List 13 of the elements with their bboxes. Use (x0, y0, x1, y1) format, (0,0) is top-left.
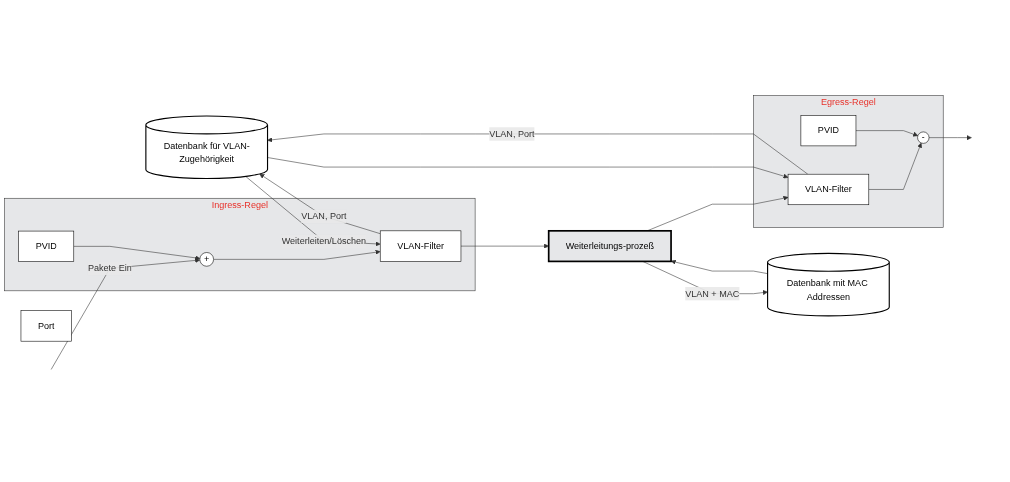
node-circle: + (199, 252, 214, 267)
node-box: PVID (800, 115, 857, 147)
node-box: VLAN-Filter (379, 230, 462, 262)
edge-label: VLAN, Port (489, 128, 535, 139)
edge-label: VLAN + MAC (685, 288, 740, 299)
node-circle: - (917, 131, 930, 144)
edge-label: VLAN, Port (301, 211, 347, 221)
node-box: Weiterleitungs-prozeß (547, 230, 672, 263)
edge-label: Pakete Ein (87, 263, 132, 273)
node-box: PVID (18, 230, 75, 262)
edge-label: Weiterleiten/Löschen (281, 236, 367, 246)
node-box: VLAN-Filter (787, 173, 870, 206)
node-box: Port (20, 310, 72, 342)
